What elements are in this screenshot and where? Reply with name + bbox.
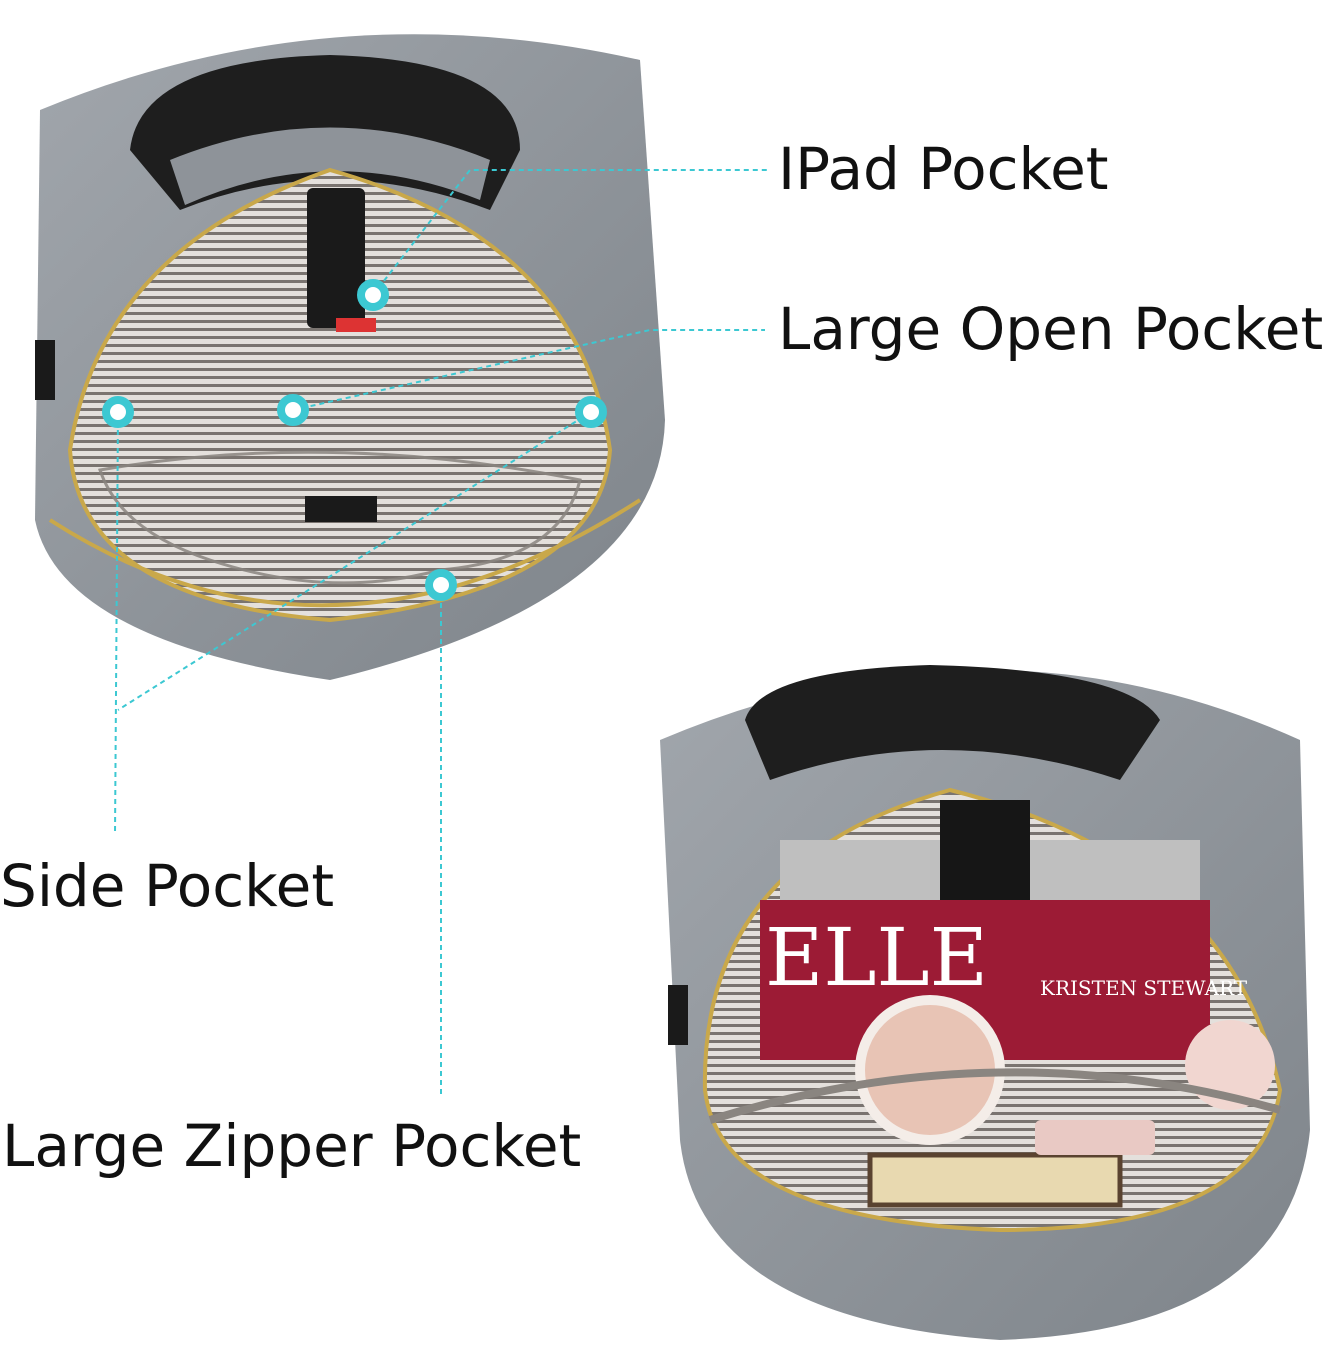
callout-dot-zipper: [425, 569, 457, 601]
magazine-cover-line: KRISTEN STEWART: [1040, 976, 1248, 1000]
backpack-open-empty: [35, 34, 665, 681]
callout-line-side-left: [114, 411, 119, 836]
callout-dot-side-right: [575, 396, 607, 428]
callout-dots: [102, 279, 607, 601]
callout-dot-ipad: [357, 279, 389, 311]
callout-line-open: [292, 329, 765, 411]
callout-line-side-right: [117, 411, 592, 711]
label-large-zipper-pocket: Large Zipper Pocket: [2, 1112, 582, 1180]
magazine-masthead: ELLE: [765, 911, 988, 1004]
callout-lines: [114, 169, 770, 1095]
callout-dot-open: [277, 394, 309, 426]
label-large-open-pocket: Large Open Pocket: [778, 295, 1324, 363]
callout-dot-side-left: [102, 396, 134, 428]
label-side-pocket: Side Pocket: [0, 852, 335, 920]
label-ipad-pocket: IPad Pocket: [778, 135, 1109, 203]
backpack-open-filled: ELLE KRISTEN STEWART: [660, 665, 1310, 1340]
